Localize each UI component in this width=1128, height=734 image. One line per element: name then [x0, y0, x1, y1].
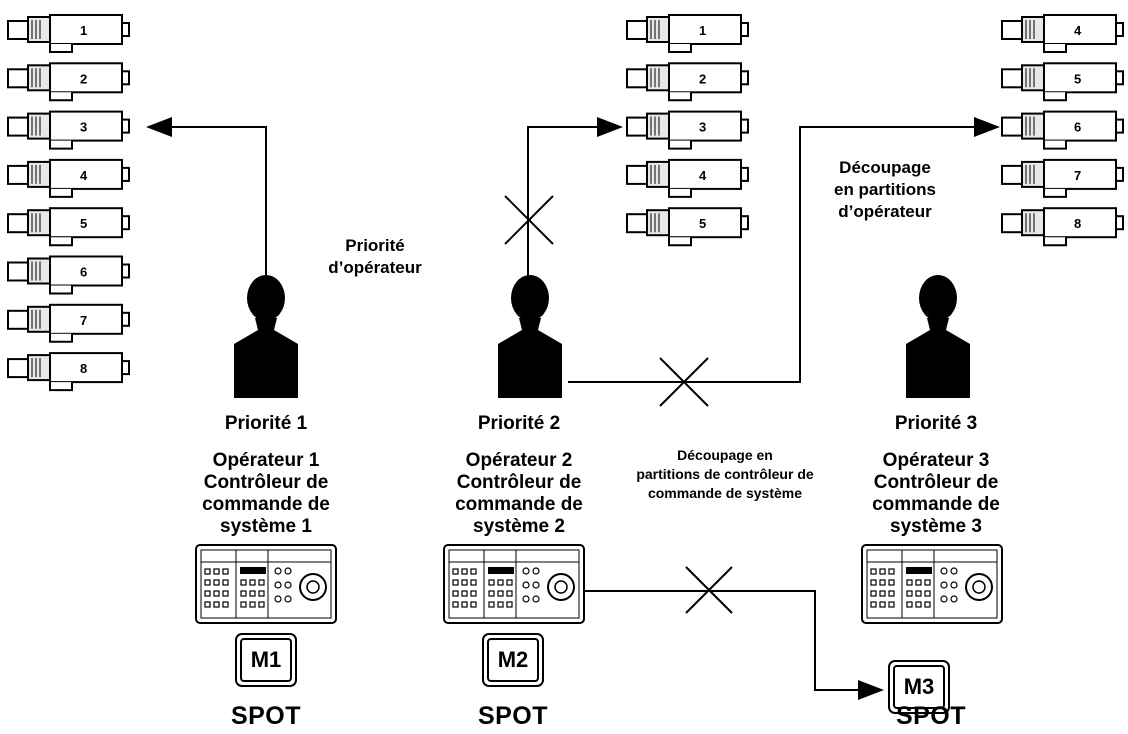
camera-number: 6 [80, 265, 87, 280]
camera-number: 5 [699, 216, 706, 231]
camera-number: 1 [699, 23, 706, 38]
camera-group-left: 1 2 3 4 5 6 7 8 [7, 14, 130, 392]
camera-icon: 5 [1001, 62, 1124, 102]
camera-number: 4 [1074, 23, 1082, 38]
camera-icon: 4 [7, 158, 130, 198]
monitor-3-label: M3 [893, 665, 945, 709]
operator-1-icon [234, 275, 298, 398]
priority-2-label: Priorité 2 [477, 413, 561, 434]
camera-icon: 2 [626, 62, 749, 102]
camera-number: 5 [80, 216, 87, 231]
camera-icon: 1 [626, 14, 749, 53]
camera-number: 7 [1074, 168, 1081, 183]
controller-2-icon [443, 544, 585, 624]
spot-2-label: SPOT [477, 702, 549, 730]
operator-2-icon [498, 275, 562, 398]
camera-group-middle: 1 2 3 4 5 [626, 14, 749, 247]
camera-number: 7 [80, 313, 87, 328]
operator-1-description: Opérateur 1 Contrôleur de commande de sy… [202, 450, 330, 537]
spot-1-label: SPOT [230, 702, 302, 730]
operator-partition-label: Découpage en partitions d’opérateur [833, 158, 936, 221]
camera-number: 8 [80, 361, 87, 376]
camera-number: 8 [1074, 216, 1081, 231]
camera-number: 6 [1074, 120, 1081, 135]
operator-3-icon [906, 275, 970, 398]
camera-number: 1 [80, 23, 87, 38]
camera-number: 3 [699, 120, 706, 135]
controller-partition-label: Découpage en partitions de contrôleur de… [636, 447, 814, 501]
camera-number: 4 [80, 168, 88, 183]
camera-number: 2 [80, 71, 87, 86]
camera-number: 2 [699, 71, 706, 86]
camera-icon: 3 [626, 110, 749, 150]
monitor-1-label: M1 [240, 638, 292, 682]
camera-icon: 6 [1001, 110, 1124, 150]
camera-icon: 3 [7, 110, 130, 150]
monitor-1: M1 [235, 633, 297, 687]
camera-icon: 5 [626, 207, 749, 247]
camera-number: 4 [699, 168, 707, 183]
camera-icon: 1 [7, 14, 130, 53]
camera-icon: 7 [7, 303, 130, 343]
priority-3-label: Priorité 3 [894, 413, 978, 434]
camera-icon: 2 [7, 62, 130, 102]
monitor-2-label: M2 [487, 638, 539, 682]
controller-1-icon [195, 544, 337, 624]
camera-group-right: 4 5 6 7 8 [1001, 14, 1124, 247]
operator-priority-label: Priorité d’opérateur [328, 236, 422, 277]
block-x-op2-right [659, 357, 709, 407]
camera-icon: 8 [7, 352, 130, 392]
arrowhead-right [974, 117, 1000, 137]
arrowhead-left [146, 117, 172, 137]
controller-3-icon [861, 544, 1003, 624]
arrowhead-middle [597, 117, 623, 137]
arrowhead-monitor3 [858, 680, 884, 700]
camera-icon: 8 [1001, 207, 1124, 247]
connector-op2-cameras-middle [527, 126, 600, 280]
block-x-ctrl2-monitor3 [685, 566, 733, 614]
spot-3-label: SPOT [895, 702, 967, 730]
camera-number: 3 [80, 120, 87, 135]
priority-1-label: Priorité 1 [224, 413, 308, 434]
camera-icon: 4 [1001, 14, 1124, 53]
camera-number: 5 [1074, 71, 1081, 86]
monitor-3: M3 [888, 660, 950, 714]
camera-icon: 7 [1001, 158, 1124, 198]
block-x-op2-middle [504, 195, 554, 245]
connector-op1-cameras [170, 126, 267, 282]
operator-3-description: Opérateur 3 Contrôleur de commande de sy… [872, 450, 1000, 537]
monitor-2: M2 [482, 633, 544, 687]
connector-ctrl2-monitor3 [584, 590, 858, 691]
operator-2-description: Opérateur 2 Contrôleur de commande de sy… [455, 450, 583, 537]
camera-icon: 5 [7, 207, 130, 247]
camera-icon: 4 [626, 158, 749, 198]
camera-icon: 6 [7, 255, 130, 295]
